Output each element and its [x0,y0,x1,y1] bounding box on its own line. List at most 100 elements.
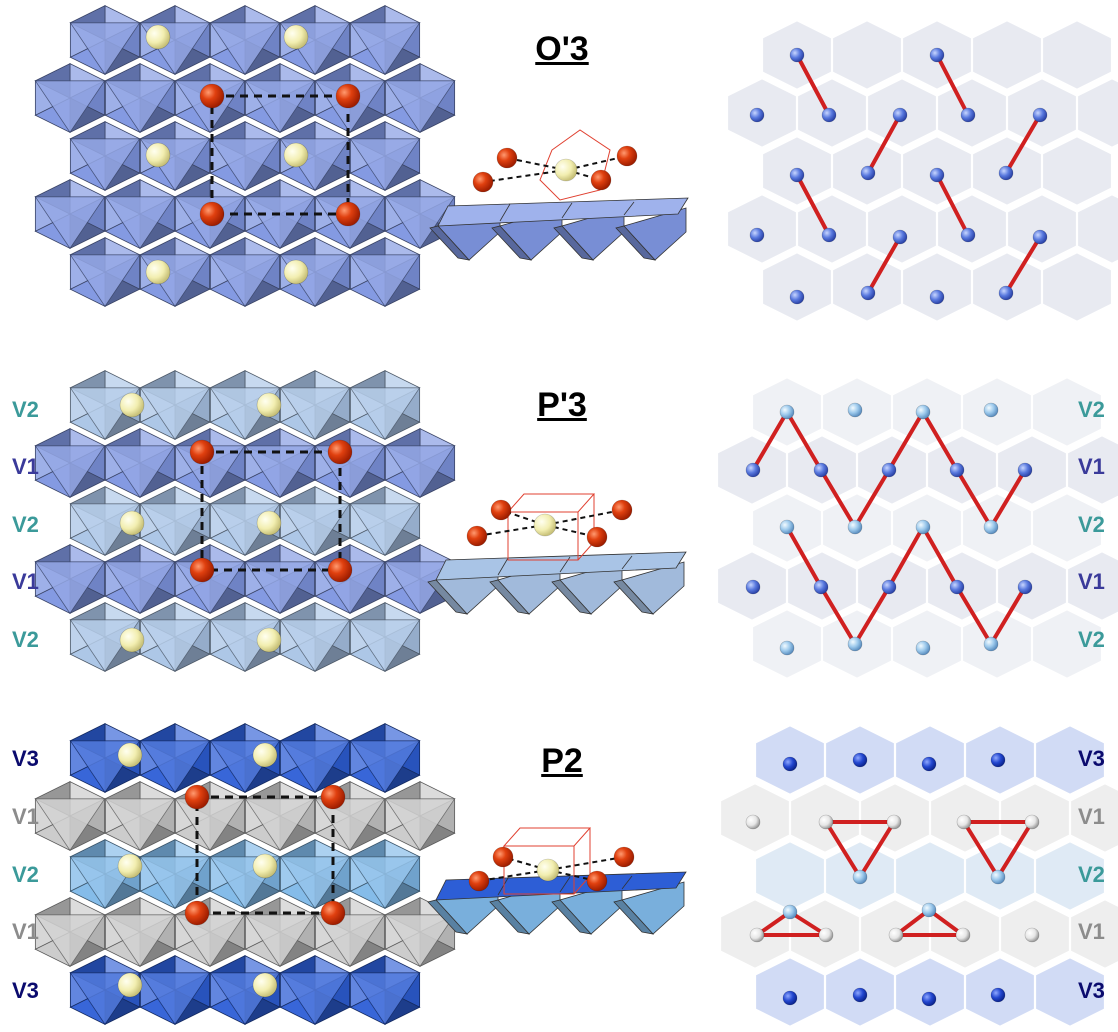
vanadium-atom [779,404,795,420]
metal-atom [492,846,514,868]
ghost-octahedron [1066,550,1118,622]
alkali-ion [252,853,278,879]
perspective-slab-views [427,129,689,935]
octahedron-face [139,619,211,673]
v-v-bond [996,820,1034,879]
vanadium-atom [956,814,972,830]
octahedron-face [139,740,211,794]
octahedron [349,4,421,76]
octahedron [104,896,176,968]
alkali-ion [145,259,171,285]
octahedron [349,369,421,441]
metal-atom [468,870,490,892]
vanadium-atom [929,47,945,63]
vanadium-atom [860,285,876,301]
octahedron [139,601,211,673]
octahedron-face [279,856,351,910]
vanadium-atom [818,814,834,830]
octahedron-face [279,972,351,1026]
octahedron-face [244,445,316,499]
v-v-bond [788,910,828,937]
alkali-ion [256,510,282,536]
row-label-left: V1 [12,569,39,594]
vanadium-atom [749,107,765,123]
slab-side-face [427,579,469,615]
octahedron [139,838,211,910]
octahedron-face [139,856,211,910]
octahedron-face [34,914,106,968]
ghost-octahedron [894,840,966,912]
slab-side-face [553,225,595,261]
v-v-bond [866,113,902,175]
vanadium-atom [818,927,834,943]
v-v-bond [962,820,1000,879]
v-v-bond [955,468,993,529]
octahedron [384,427,456,499]
vanadium-atom [929,289,945,305]
vanadium-atom [1017,462,1033,478]
ghost-octahedron [1034,724,1106,796]
vanadium-atom [847,519,863,535]
octahedron-face [279,503,351,557]
octahedron-face [209,254,281,308]
slab-side-face [613,899,655,935]
octahedron-face [279,387,351,441]
vanadium-atom [892,229,908,245]
row-label-right: V2 [1078,627,1105,652]
v-v-bond [819,468,857,529]
octahedron [139,369,211,441]
metal-atom [320,900,346,926]
vanadium-atom [983,519,999,535]
octahedron-face [314,914,386,968]
octahedron-face [69,254,141,308]
octahedron-face [34,445,106,499]
metal-atom [586,526,608,548]
octahedron-face [34,196,106,250]
panel-title-p2: P2 [541,742,583,780]
unit-cell-outline [210,94,350,216]
octahedron-face [139,387,211,441]
octahedron-face [34,80,106,134]
metal-atom [327,439,353,465]
octahedron [349,601,421,673]
ghost-octahedron [1041,135,1113,207]
octahedron [209,236,281,308]
octahedron-face [139,972,211,1026]
panel-title-p3: P'3 [537,386,587,424]
row-label-right: V2 [1078,862,1105,887]
vanadium-atom [949,579,965,595]
octahedron [174,780,246,852]
vanadium-atom [881,579,897,595]
v-v-bond [819,585,857,646]
octahedron [349,120,421,192]
vanadium-atom [921,991,937,1007]
coordination-bond [476,524,546,537]
metal-atom [472,171,494,193]
metal-atom [184,900,210,926]
ghost-octahedron [1006,193,1078,265]
octahedron [34,780,106,852]
octahedron-face [349,387,421,441]
row-label-right: V3 [1078,978,1105,1003]
octahedron [34,427,106,499]
octahedron [314,427,386,499]
ghost-octahedron [1031,376,1103,448]
vanadium-atom [779,519,795,535]
octahedron-face [244,914,316,968]
ghost-octahedron [754,840,826,912]
octahedron [104,178,176,250]
metal-atom [466,525,488,547]
vanadium-atom [1032,229,1048,245]
slab-side-face [613,579,655,615]
octahedron-face [349,740,421,794]
octahedron [139,954,211,1026]
row-label-left: V1 [12,454,39,479]
slab-top-face [435,871,687,901]
vanadium-atom [915,404,931,420]
octahedron [34,543,106,615]
row-label-right: V1 [1078,569,1105,594]
octahedron-face [209,138,281,192]
vanadium-atom [921,756,937,772]
slab-edge [497,557,509,576]
metal-atom [184,784,210,810]
